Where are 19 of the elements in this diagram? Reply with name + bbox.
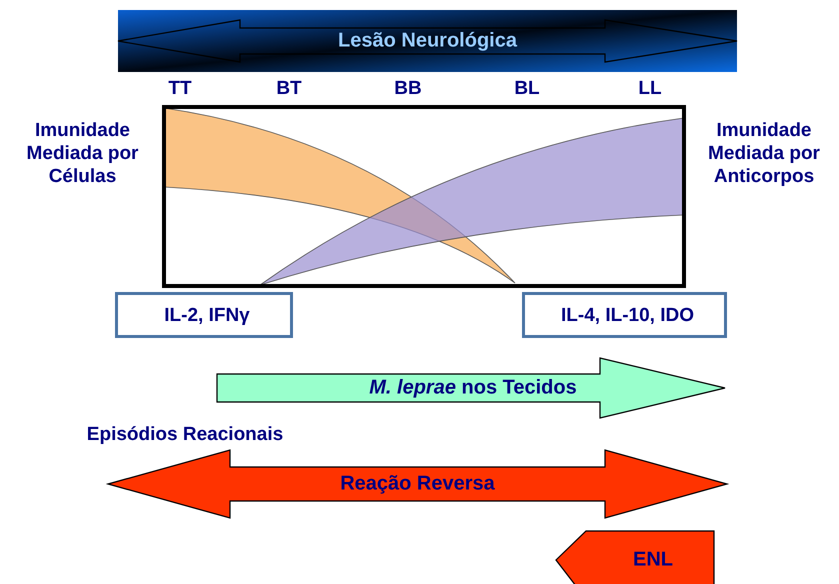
spectrum-label: TT <box>167 78 193 101</box>
spectrum-label: BL <box>513 78 541 101</box>
cytokine-label: IL-2, IFNγ <box>164 305 250 327</box>
cytokine-box <box>522 292 727 338</box>
right-arrow-shape <box>217 358 725 418</box>
axis-label: Imunidade Mediada por Células <box>26 120 140 188</box>
section-heading: Episódios Reacionais <box>86 424 284 447</box>
arrow-label: ENL <box>633 548 673 572</box>
pentagon-arrow-shape <box>556 531 714 584</box>
spectrum-label: BB <box>393 78 423 101</box>
arrow-label: M. leprae nos Tecidos <box>369 376 577 400</box>
arrow-label: Lesão Neurológica <box>338 30 517 52</box>
axis-label: Imunidade Mediada por Anticorpos <box>707 120 821 188</box>
spectrum-label: LL <box>637 78 663 101</box>
cytokine-label: IL-4, IL-10, IDO <box>560 305 694 327</box>
double-arrow-shape <box>108 450 727 518</box>
cytokine-box <box>115 292 293 338</box>
spectrum-label: BT <box>275 78 303 101</box>
arrow-label: Reação Reversa <box>340 472 495 496</box>
